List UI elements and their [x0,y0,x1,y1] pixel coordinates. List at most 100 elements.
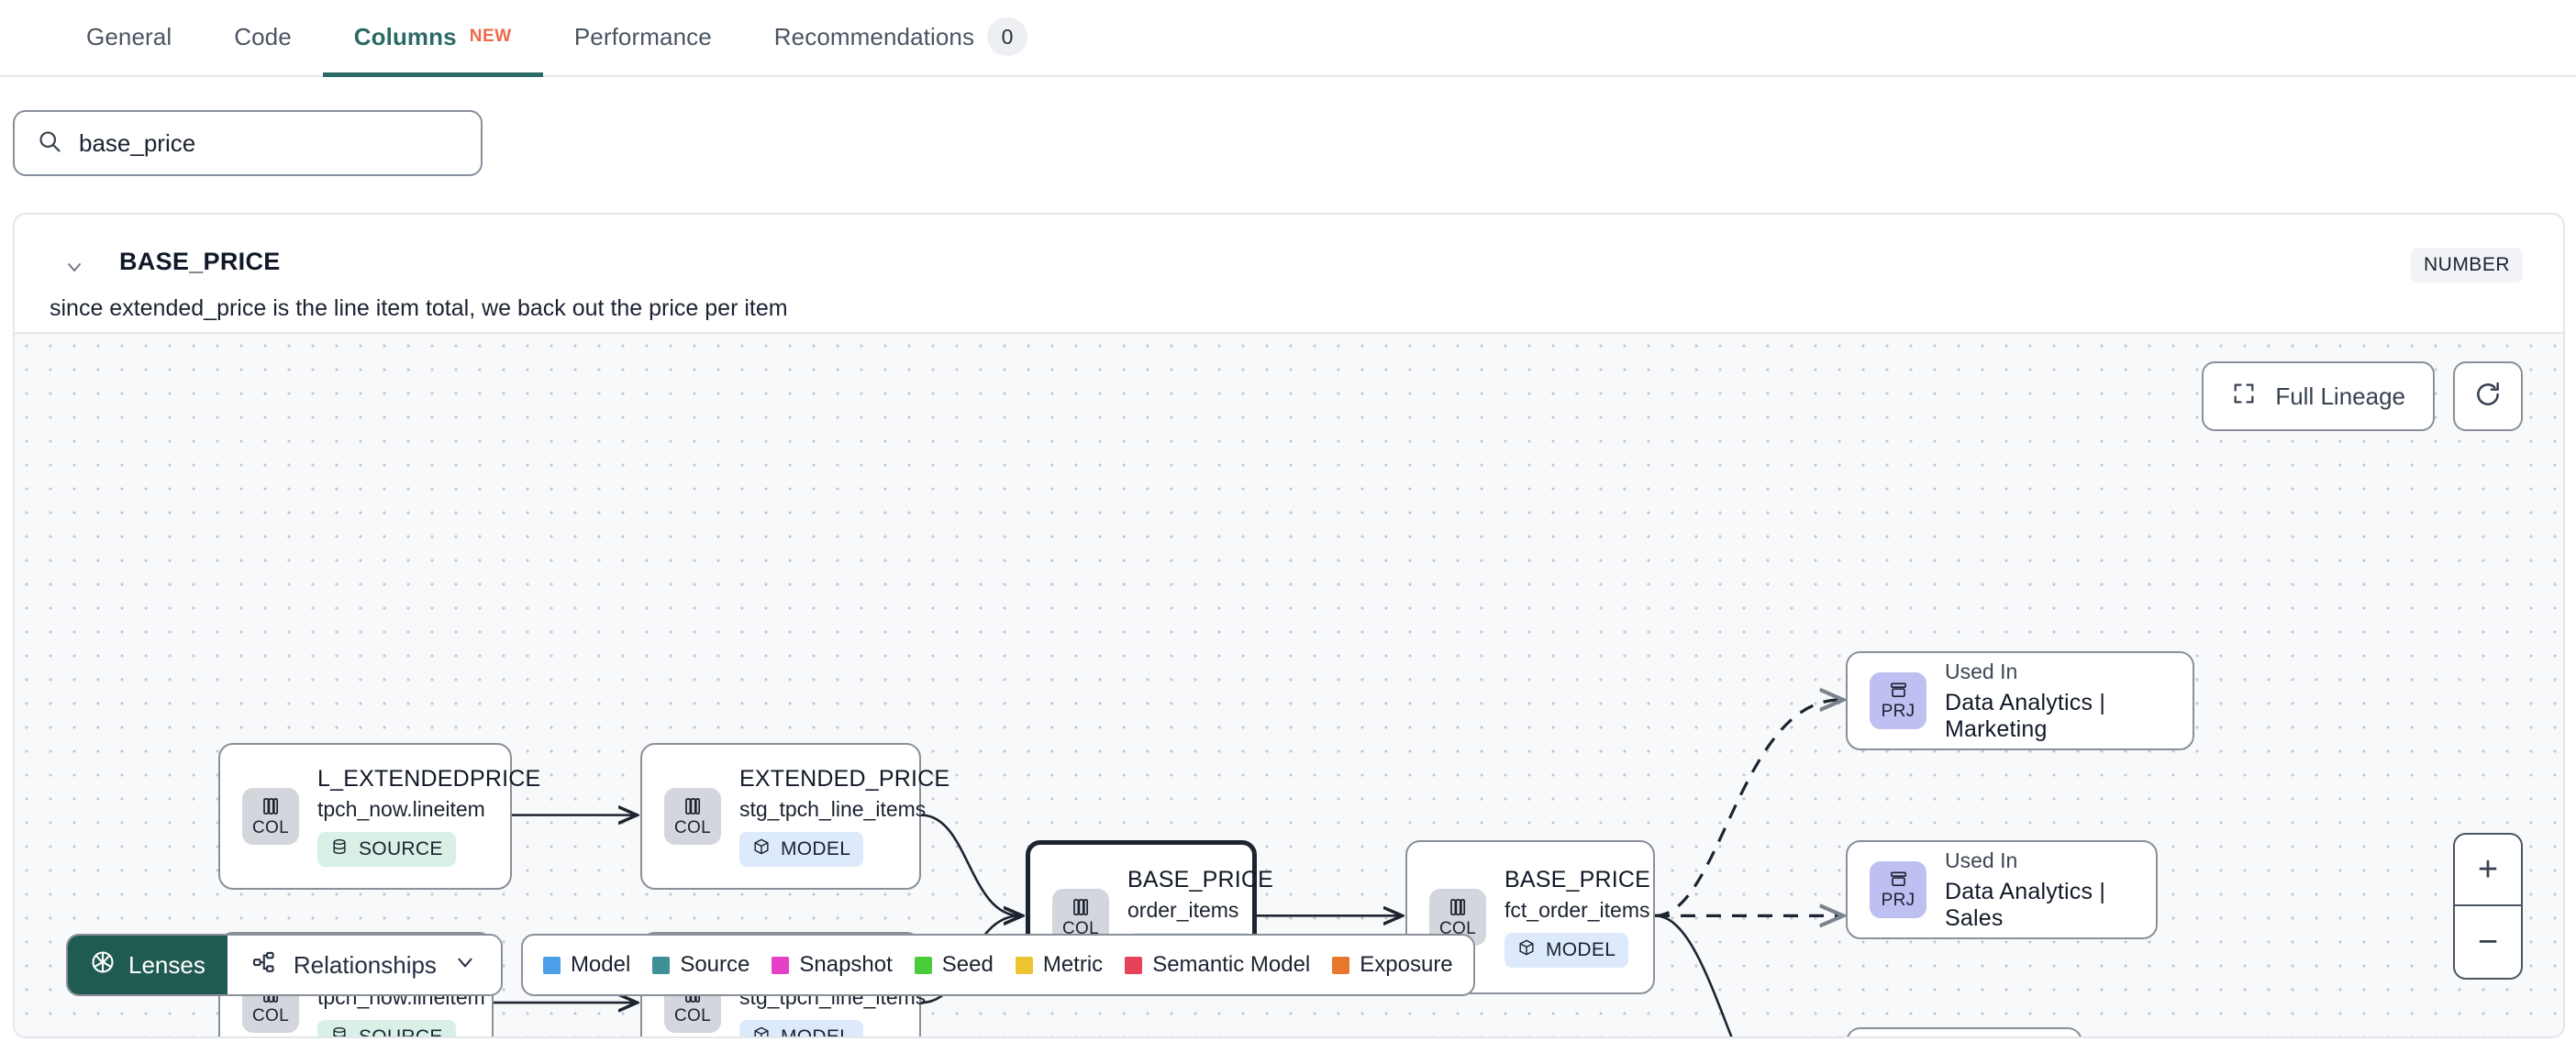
legend-label: Source [680,952,750,977]
node-name: BASE_PRICE [1505,867,1651,892]
page-title: BASE_PRICE [119,248,281,275]
node-name: L_EXTENDEDPRICE [317,766,541,792]
node-badge-label: COL [674,1005,711,1025]
full-lineage-button[interactable]: Full Lineage [2202,361,2435,431]
lenses-button[interactable]: Lenses [68,936,228,994]
node-name: BASE_PRICE [1127,867,1274,892]
columns-glyph-icon [259,795,283,817]
tab-columns[interactable]: Columns NEW [322,0,543,77]
tab-bar: General Code Columns NEW Performance Rec… [0,0,2576,77]
canvas-bottom-bar: Lenses Relationships [66,934,1475,996]
node-kind-badge: MODEL [1505,933,1629,968]
column-header: BASE_PRICE NUMBER since extended_price i… [15,215,2563,334]
cube-icon [752,837,771,861]
node-kind-label: MODEL [781,838,851,859]
legend-item-seed[interactable]: Seed [914,952,994,978]
search-input[interactable]: base_price [13,110,483,176]
columns-glyph-icon [1069,896,1093,918]
column-type-badge: NUMBER [2410,248,2523,283]
node-kind-label: SOURCE [359,838,443,859]
legend-label: Model [570,952,631,977]
archive-box-icon [1887,680,1910,701]
node-kind-badge: SOURCE [317,832,456,867]
legend-swatch [772,956,790,974]
lineage-node-base-price-use-variables[interactable]: COL BASE_PRICE use_variables MODEL [1846,1027,2082,1036]
search-value: base_price [79,128,196,157]
zoom-in-button[interactable]: + [2455,835,2521,906]
tab-code[interactable]: Code [203,0,323,75]
new-badge: NEW [469,27,512,46]
legend-item-semantic-model[interactable]: Semantic Model [1125,952,1310,978]
node-kind-badge: SOURCE [317,1020,456,1036]
legend-item-snapshot[interactable]: Snapshot [772,952,893,978]
legend-swatch [1332,956,1350,974]
node-kind-label: MODEL [781,1026,850,1036]
legend-swatch [1015,956,1033,974]
lineage-node-project-sales[interactable]: PRJ Used In Data Analytics | Sales [1846,840,2158,939]
node-body: L_EXTENDEDPRICE tpch_now.lineitem SOURCE [317,766,540,867]
node-badge-label: COL [252,1005,289,1025]
chevron-down-icon [453,950,477,981]
tab-label: Recommendations [773,22,975,50]
database-icon [330,837,349,861]
legend: Model Source Snapshot Seed Metric [520,934,1475,996]
zoom-out-button[interactable]: − [2477,922,2499,961]
canvas-top-controls: Full Lineage [2202,361,2523,431]
recommendations-count-badge: 0 [987,17,1028,56]
node-badge-label: COL [252,817,289,837]
node-body: EXTENDED_PRICE stg_tpch_line_items MODEL [739,766,949,867]
node-used-in-label: Used In [1945,848,2018,872]
tab-label: Code [234,22,292,50]
legend-item-metric[interactable]: Metric [1015,952,1104,978]
lineage-node-l-extendedprice[interactable]: COL L_EXTENDEDPRICE tpch_now.lineitem SO… [218,743,540,890]
relationships-dropdown[interactable]: Relationships [227,936,501,994]
project-icon: PRJ [1870,861,1926,918]
tab-label: Performance [573,22,712,50]
zoom-controls: + − [2453,833,2523,980]
column-icon: COL [242,788,299,845]
legend-swatch [652,956,671,974]
node-body: Used In Data Analytics | Marketing [1945,660,2171,743]
search-icon [37,128,62,159]
node-project-name: Data Analytics | Sales [1945,878,2106,931]
tab-general[interactable]: General [55,0,203,75]
node-badge-label: PRJ [1881,702,1915,721]
legend-swatch [914,956,932,974]
node-badge-label: COL [1439,918,1476,938]
legend-item-exposure[interactable]: Exposure [1332,952,1453,978]
tab-performance[interactable]: Performance [543,0,743,75]
legend-label: Metric [1042,952,1104,977]
refresh-button[interactable] [2453,361,2523,431]
columns-glyph-icon [681,795,705,817]
node-kind-badge: MODEL [739,1020,864,1036]
project-icon: PRJ [1870,672,1926,729]
legend-label: Snapshot [799,952,893,977]
node-badge-label: PRJ [1881,891,1915,910]
lineage-node-project-marketing[interactable]: PRJ Used In Data Analytics | Marketing [1846,651,2194,750]
node-kind-label: MODEL [1546,939,1616,960]
node-body: Used In Data Analytics | Sales [1945,848,2134,932]
node-subtitle: fct_order_items [1505,898,1650,922]
legend-item-model[interactable]: Model [542,952,631,978]
columns-glyph-icon [1446,896,1470,918]
node-badge-label: COL [1062,918,1099,938]
aperture-icon [90,949,116,981]
column-detail-panel: BASE_PRICE NUMBER since extended_price i… [13,213,2565,1038]
archive-box-icon [1887,869,1910,890]
node-kind-badge: MODEL [739,832,864,867]
column-description: since extended_price is the line item to… [50,295,788,321]
legend-label: Exposure [1360,952,1453,977]
lineage-canvas[interactable]: COL L_EXTENDEDPRICE tpch_now.lineitem SO… [15,332,2563,1036]
expand-icon [2231,381,2257,413]
node-kind-label: SOURCE [359,1026,443,1036]
legend-item-source[interactable]: Source [652,952,749,978]
column-icon: COL [664,788,721,845]
chevron-down-icon[interactable] [62,255,86,279]
tab-label: General [86,22,172,50]
node-project-name: Data Analytics | Marketing [1945,689,2106,742]
node-used-in-label: Used In [1945,659,2018,683]
search-container: base_price [13,110,483,176]
lineage-node-extended-price[interactable]: COL EXTENDED_PRICE stg_tpch_line_items M… [640,743,949,890]
lineage-edges [494,334,2563,1036]
tab-recommendations[interactable]: Recommendations 0 [743,0,1059,75]
